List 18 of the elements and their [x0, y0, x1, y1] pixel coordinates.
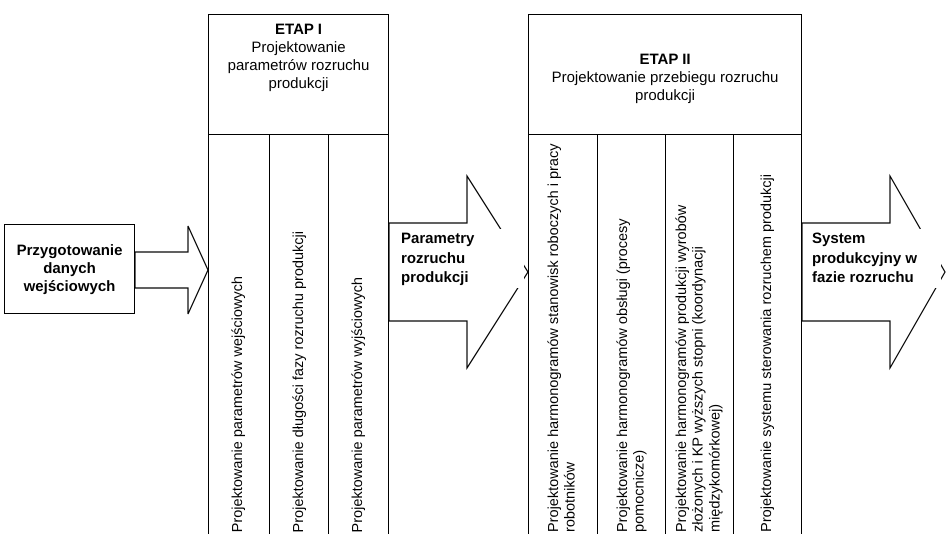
column-text: Projektowanie parametrów wyjściowych: [350, 276, 367, 532]
stage-panel: [528, 14, 802, 534]
stage-title: ETAP I: [275, 21, 322, 39]
column-text: Projektowanie harmonogramów stanowisk roboczych i pracy robotników: [546, 142, 580, 532]
column-text: Projektowanie harmonogramów produkcji wyrobów złożonych i KP wyższych stopni (koordynacji międzykomórkowej): [674, 204, 724, 532]
column-text: Projektowanie systemu sterowania rozruchem produkcji: [759, 174, 776, 532]
process-box: [4, 224, 135, 314]
column-text: Projektowanie parametrów wejściowych: [230, 276, 248, 532]
stage-description: Projektowanie przebiegu rozruchu produkcji: [550, 68, 780, 104]
column-text: Projektowanie długości fazy rozruchu produkcji: [290, 230, 308, 532]
edge-label: System produkcyjny w fazie rozruchu: [812, 229, 941, 288]
box-text: Przygotowanie danych wejściowych: [16, 241, 124, 297]
stage-description: Projektowanie parametrów rozruchu produkcji: [226, 39, 370, 93]
stage-title: ETAP II: [639, 50, 691, 68]
stage-panel: [208, 14, 389, 534]
column-text: Projektowanie harmonogramów obsługi (procesy pomocnicze): [614, 217, 648, 532]
block-arrow: [134, 225, 209, 315]
edge-label: Parametry rozruchu produkcji: [401, 229, 524, 288]
